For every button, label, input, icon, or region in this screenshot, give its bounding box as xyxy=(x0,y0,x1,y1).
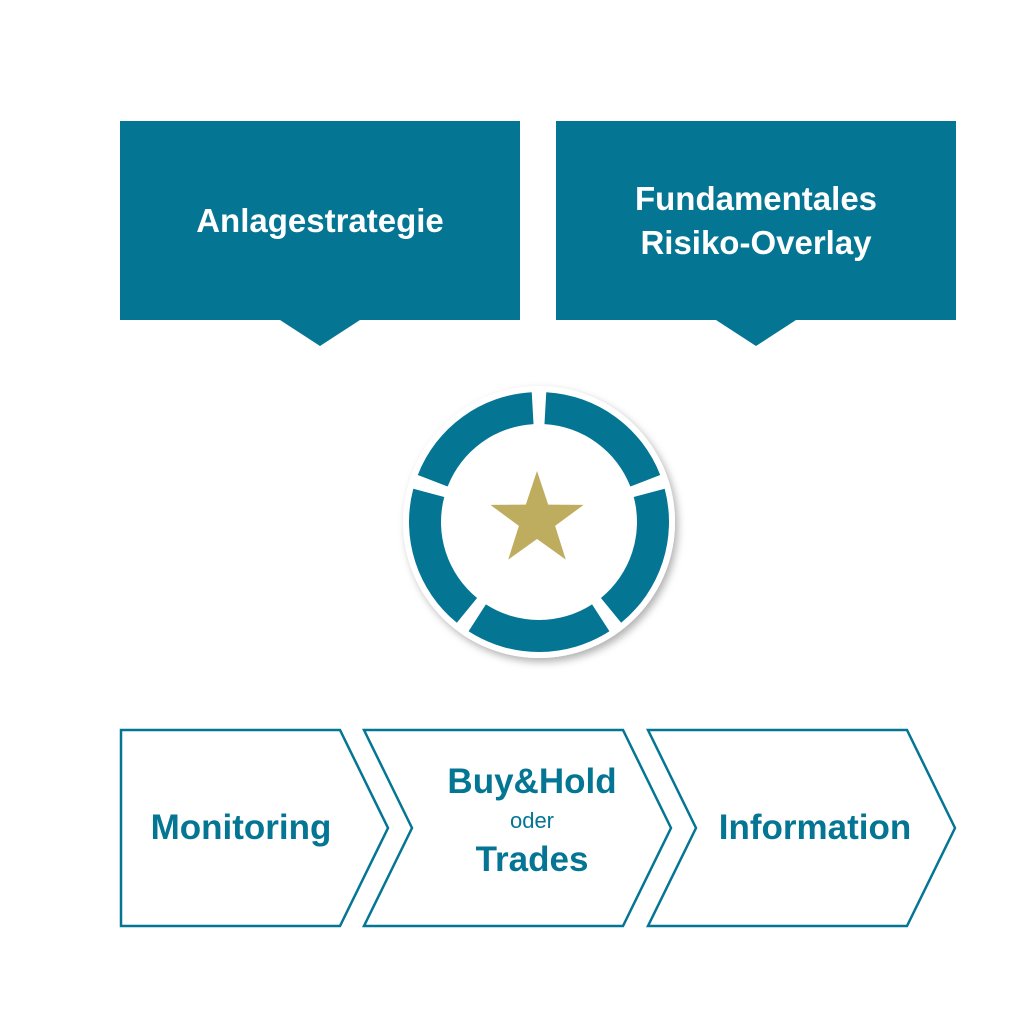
down-pointer xyxy=(716,320,796,346)
step-information: Information xyxy=(718,808,912,847)
box-risiko-overlay: Fundamentales Risiko-Overlay xyxy=(556,121,956,346)
box-label-line1: Fundamentales xyxy=(634,179,878,217)
ring-segment xyxy=(544,392,661,487)
chevron-information xyxy=(645,728,957,928)
step-line2: Trades xyxy=(475,840,589,879)
ring-segments xyxy=(408,392,669,652)
ring-segment xyxy=(600,488,669,623)
chevron-monitoring xyxy=(119,728,390,928)
ring-segment xyxy=(468,604,610,652)
box-label-line2: Risiko-Overlay xyxy=(640,223,872,261)
chevron-buyhold-trades xyxy=(361,728,673,928)
step-line1: Buy&Hold xyxy=(447,762,617,801)
step-monitoring: Monitoring xyxy=(150,808,332,847)
ring-segment xyxy=(417,392,534,487)
down-pointer xyxy=(280,320,360,346)
ring-segment xyxy=(408,488,478,623)
box-anlagestrategie: Anlagestrategie xyxy=(120,121,520,346)
step-connector: oder xyxy=(509,808,555,833)
step-buyhold-trades: Buy&Hold oder Trades xyxy=(412,760,652,882)
box-label: Anlagestrategie xyxy=(196,201,444,239)
star-icon xyxy=(490,471,584,560)
